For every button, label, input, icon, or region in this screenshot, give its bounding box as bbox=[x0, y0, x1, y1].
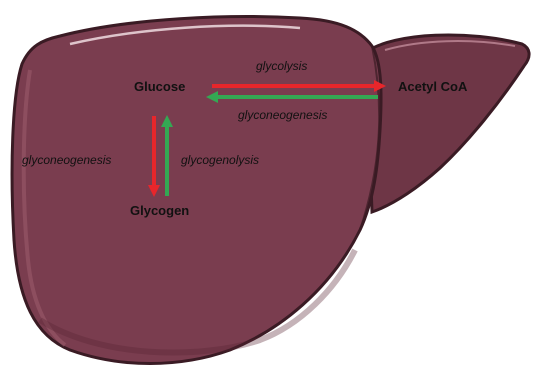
glycogenolysis-label: glycogenolysis bbox=[181, 154, 259, 166]
glycolysis-label: glycolysis bbox=[256, 60, 307, 72]
glucose-label: Glucose bbox=[134, 80, 185, 93]
gluconeogenesis-left-label: glyconeogenesis bbox=[22, 154, 111, 166]
liver-right-lobe bbox=[366, 35, 529, 212]
acetyl-coa-label: Acetyl CoA bbox=[398, 80, 467, 93]
glycogen-label: Glycogen bbox=[130, 204, 189, 217]
liver-main-lobe bbox=[12, 17, 381, 364]
gluconeogenesis-top-label: glyconeogenesis bbox=[238, 109, 327, 121]
